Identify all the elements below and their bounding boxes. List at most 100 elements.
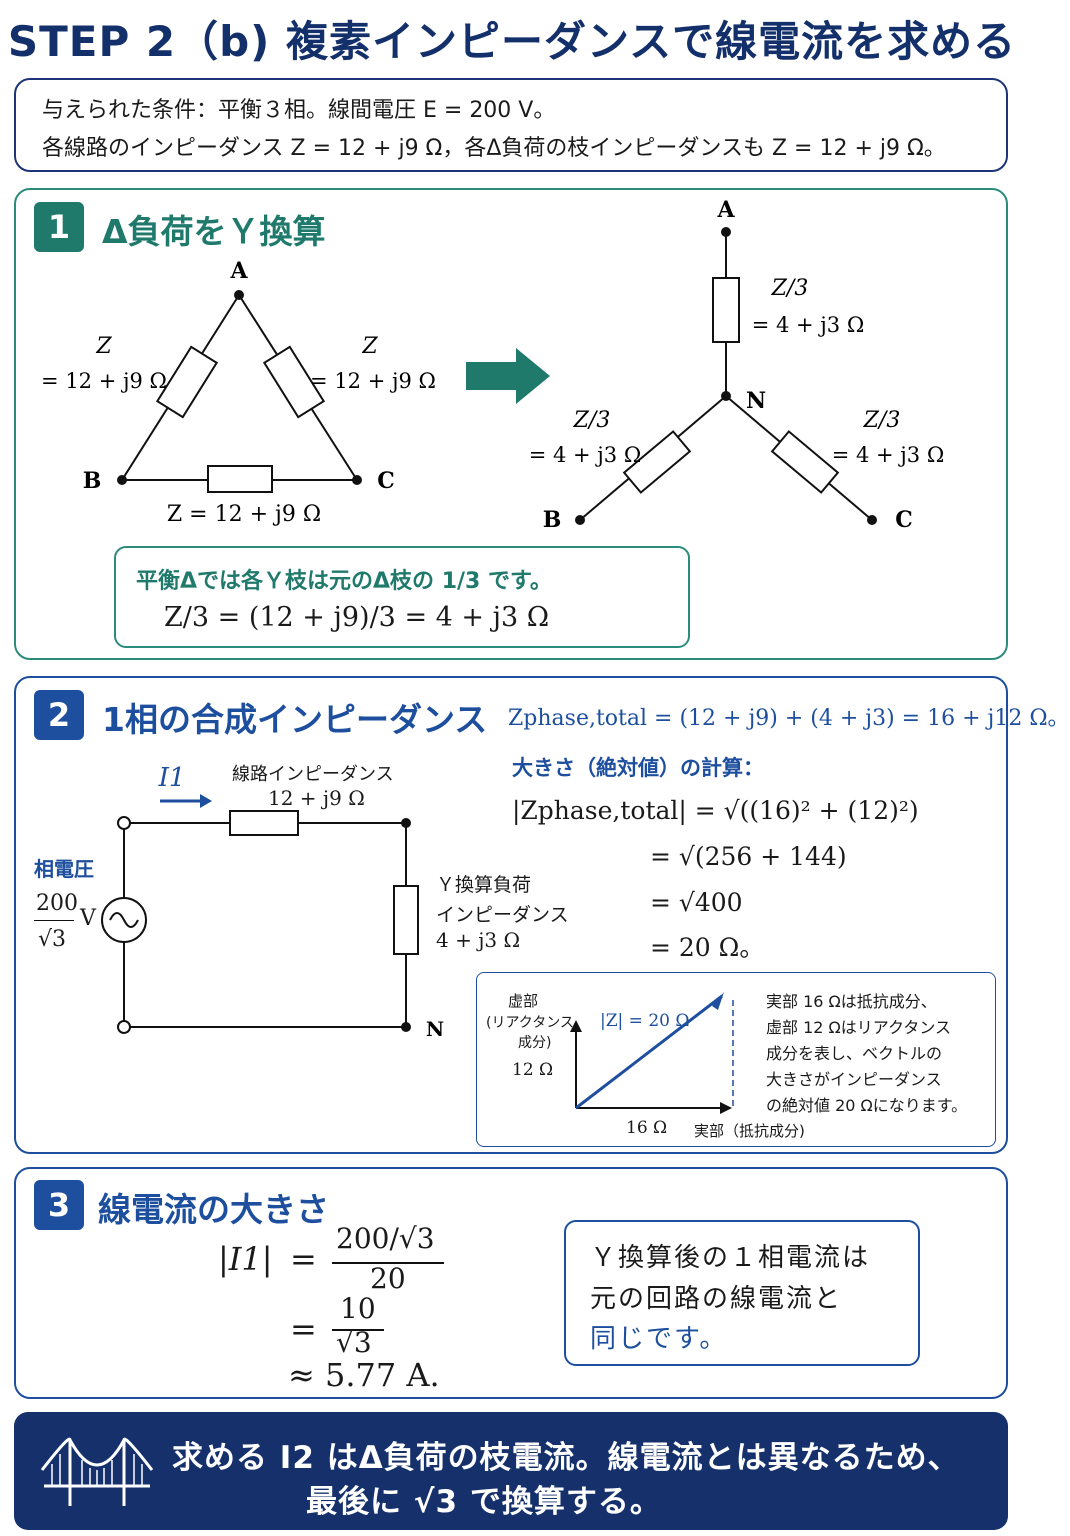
delta-left-value: = 12 + j9 Ω (41, 369, 167, 393)
vector-note-5: の絶対値 20 Ωになります。 (766, 1096, 968, 1115)
vector-note-1: 実部 16 Ωは抵抗成分、 (766, 992, 937, 1011)
bridge-icon (40, 1437, 154, 1506)
section-3-note-line-1: Ｙ換算後の１相電流は (590, 1243, 871, 1273)
section-3-title: 線電流の大きさ (98, 1190, 329, 1229)
section-3-number: 3 (34, 1180, 84, 1230)
delta-resistor-right (262, 345, 326, 419)
section-3-note-line-2: 元の回路の線電流と (590, 1284, 843, 1314)
wye-c-z3: Z/3 (863, 408, 901, 433)
wye-resistor-a (712, 277, 740, 343)
current-magnitude-lhs: |I1| (218, 1240, 273, 1278)
delta-resistor-bottom (207, 465, 273, 493)
load-value: 4 + j3 Ω (436, 928, 521, 952)
section-3 (14, 1167, 1008, 1399)
section-1-note-line-2: Z/3 = (12 + j9)/3 = 4 + j3 Ω (164, 602, 550, 633)
delta-left-z: Z (95, 334, 112, 359)
delta-label-a: A (229, 258, 248, 284)
line-imp-value: 12 + j9 Ω (268, 786, 365, 810)
imag-axis-label-2: (リアクタンス (486, 1015, 574, 1031)
footer-line-2: 最後に √3 で換算する。 (306, 1484, 662, 1520)
section-1-note-line-1: 平衡Δでは各Ｙ枝は元のΔ枝の 1/3 です。 (136, 569, 552, 594)
section-1-number: 1 (34, 202, 84, 252)
calc-title: 大きさ（絶対値）の計算： (512, 756, 764, 780)
fraction-1-denominator: 20 (370, 1262, 406, 1295)
load-label-2: インピーダンス (436, 904, 569, 926)
wye-label-c: C (895, 507, 913, 533)
vector-diagram-box (476, 972, 996, 1147)
phase-voltage-label: 相電圧 (34, 857, 94, 881)
calc-line-1: |Zphase,total| = √((16)² + (12)²) (512, 796, 919, 825)
fraction-2-numerator: 10 (340, 1292, 376, 1325)
conversion-arrow-icon (466, 348, 550, 404)
fraction-1-numerator: 200/√3 (336, 1222, 435, 1255)
delta-label-c: C (377, 468, 395, 494)
page-title: STEP 2（b) 複素インピーダンスで線電流を求める (7, 17, 1017, 66)
section-3-note-line-3: 同じです。 (590, 1324, 728, 1354)
imag-axis-label-1: 虚部 (508, 992, 539, 1010)
wye-node-n (721, 391, 731, 401)
section-2-formula: Zphase,total = (12 + j9) + (4 + j3) = 16… (508, 706, 1070, 731)
voltage-numerator: 200 (36, 891, 78, 916)
wye-node-c (867, 515, 877, 525)
real-axis-label: 実部（抵抗成分) (694, 1122, 805, 1140)
section-1-diagrams: A B C Z = 12 + j9 Ω Z = 12 + j9 Ω Z = 12… (41, 197, 945, 533)
delta-bottom-value: Z = 12 + j9 Ω (167, 502, 321, 527)
neutral-label: N (426, 1017, 444, 1041)
load-resistor (393, 885, 419, 955)
line-imp-label: 線路インピーダンス (232, 764, 394, 785)
vector-note-3: 成分を表し、ベクトルの (766, 1044, 943, 1063)
section-2-number: 2 (34, 690, 84, 740)
wye-node-b (575, 515, 585, 525)
vector-note-2: 虚部 12 Ωはリアクタンス (766, 1018, 951, 1037)
section-1-note (114, 546, 690, 648)
wye-a-z3: Z/3 (771, 276, 809, 301)
section-1 (14, 188, 1008, 660)
wye-a-value: = 4 + j3 Ω (752, 313, 865, 337)
delta-node-a (234, 290, 244, 300)
phase-circuit: I1 N (101, 763, 444, 1041)
current-label: I1 (158, 763, 186, 793)
given-conditions-box: 与えられた条件：平衡３相。線間電圧 E = 200 V。 各線路のインピーダンス… (14, 78, 1008, 172)
wye-resistor-c (770, 430, 840, 494)
current-result: ≈ 5.77 A. (288, 1356, 440, 1394)
given-line-1: 与えられた条件：平衡３相。線間電圧 E = 200 V。 (42, 98, 556, 123)
load-label-1: Ｙ換算負荷 (436, 874, 532, 896)
footer-banner (14, 1412, 1008, 1530)
voltage-denominator: √3 (38, 927, 67, 952)
section-2-title: 1相の合成インピーダンス (102, 700, 488, 739)
delta-right-value: = 12 + j9 Ω (310, 369, 436, 393)
voltage-unit: V (80, 906, 96, 931)
footer-line-1: 求める I2 はΔ負荷の枝電流。線電流とは異なるため、 (172, 1440, 960, 1476)
delta-node-b (117, 475, 127, 485)
wye-label-a: A (716, 197, 735, 223)
wye-resistor-b (622, 430, 692, 494)
calc-line-4: = 20 Ω。 (650, 933, 765, 962)
delta-resistor-left (155, 345, 219, 419)
section-1-title: Δ負荷をＹ換算 (102, 212, 326, 251)
section-2 (14, 676, 1008, 1154)
given-line-2: 各線路のインピーダンス Z = 12 + j9 Ω，各Δ負荷の枝インピーダンスも… (42, 136, 946, 161)
terminal-bottom (117, 1020, 131, 1034)
terminal-top (117, 816, 131, 830)
imag-axis-label-3: 成分) (518, 1035, 552, 1051)
wye-b-z3: Z/3 (573, 408, 611, 433)
wye-b-value: = 4 + j3 Ω (529, 443, 642, 467)
impedance-vector (575, 994, 723, 1110)
impedance-vector-diagram (570, 992, 734, 1114)
delta-right-z: Z (361, 334, 378, 359)
section-3-note (564, 1220, 920, 1366)
magnitude-label: |Z| = 20 Ω (600, 1011, 690, 1031)
delta-label-b: B (83, 468, 102, 494)
calc-line-3: = √400 (650, 888, 743, 917)
wye-label-b: B (543, 507, 562, 533)
wye-label-n: N (746, 388, 766, 414)
imag-value: 12 Ω (512, 1060, 554, 1080)
vector-note-4: 大きさがインピーダンス (766, 1070, 942, 1089)
line-impedance-resistor (229, 810, 299, 836)
fraction-2-denominator: √3 (336, 1326, 372, 1359)
calc-line-2: = √(256 + 144) (650, 842, 847, 871)
real-value: 16 Ω (626, 1118, 668, 1138)
delta-node-c (352, 475, 362, 485)
wye-c-value: = 4 + j3 Ω (832, 443, 945, 467)
wye-node-a (721, 227, 731, 237)
